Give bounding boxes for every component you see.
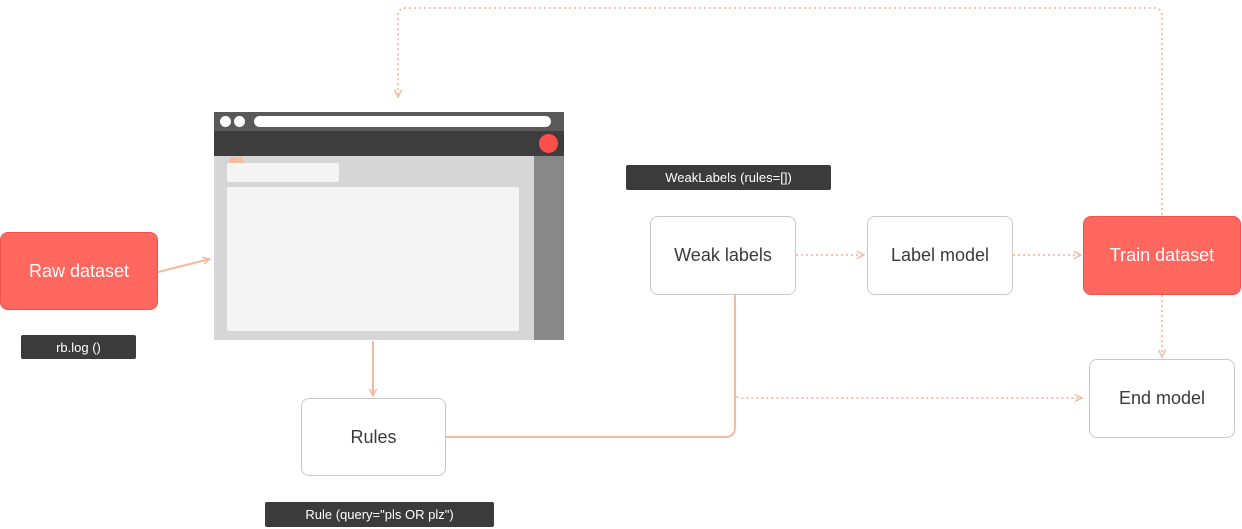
connector-rules-to-weak-labels xyxy=(446,295,736,438)
window-control-dot xyxy=(234,116,245,127)
node-train-dataset: Train dataset xyxy=(1083,216,1241,295)
arrow-weak-to-end-model xyxy=(734,391,1082,398)
window-control-dot xyxy=(220,116,231,127)
code-tag-weak-labels: WeakLabels (rules=[]) xyxy=(626,165,831,190)
app-sidebar xyxy=(534,156,564,340)
code-tag-rb-log: rb.log () xyxy=(21,335,136,359)
node-weak-labels: Weak labels xyxy=(650,216,796,295)
code-tag-rule-query: Rule (query="pls OR plz") xyxy=(265,502,494,527)
node-label-model: Label model xyxy=(867,216,1013,295)
node-end-model: End model xyxy=(1089,359,1235,438)
app-content-panel xyxy=(227,187,519,331)
app-search-field xyxy=(227,163,339,182)
annotation-app-window xyxy=(214,112,564,340)
node-rules: Rules xyxy=(301,398,446,476)
node-raw-dataset: Raw dataset xyxy=(0,232,158,310)
app-header-bar xyxy=(214,131,564,170)
feedback-loop-train-to-app xyxy=(398,7,1163,215)
address-bar xyxy=(254,116,551,127)
arrow-raw-to-app xyxy=(157,259,210,273)
record-button-icon xyxy=(539,134,558,153)
window-title-bar xyxy=(214,112,564,131)
